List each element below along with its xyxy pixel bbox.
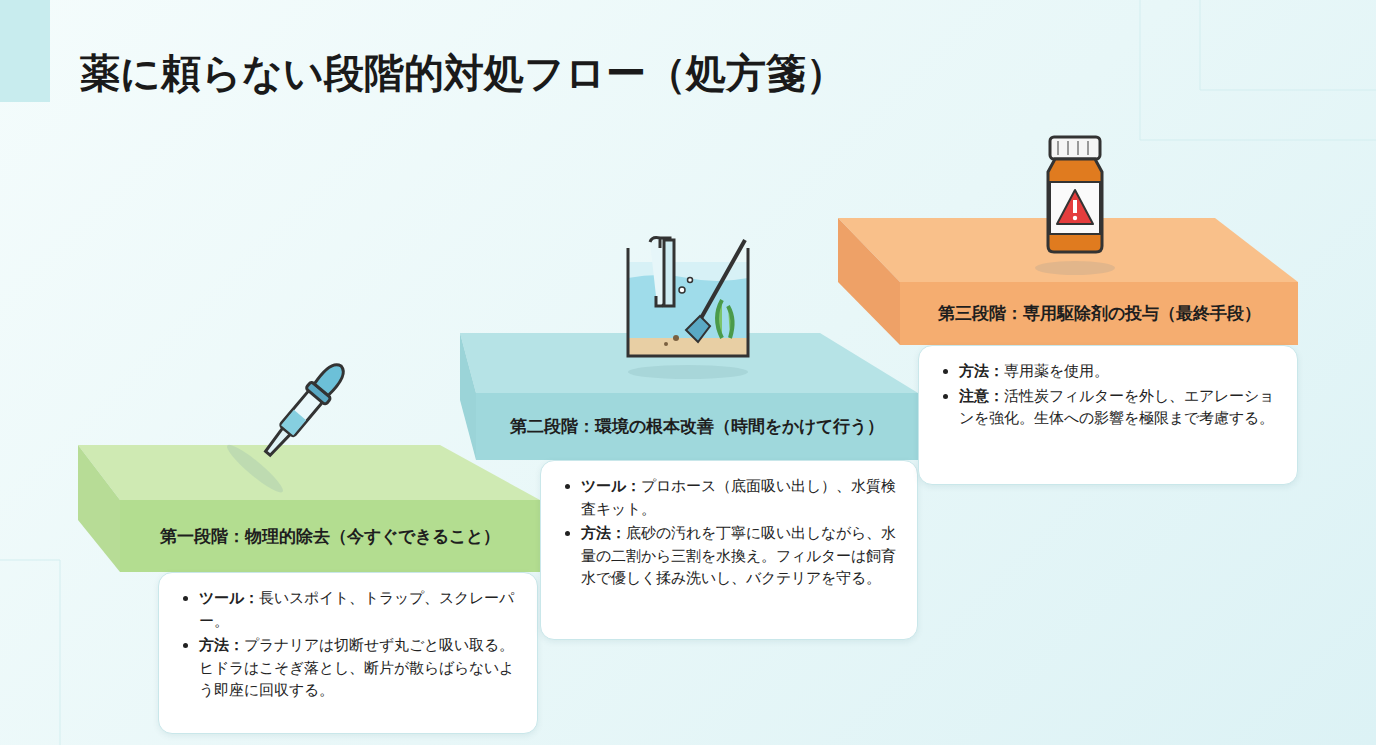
bullet-item: 方法：底砂の汚れを丁寧に吸い出しながら、水量の二割から三割を水換え。フィルターは… [563,522,901,590]
tank-icon [628,238,748,380]
bullet-dot [183,596,188,601]
step-heading-block: 第三段階：専用駆除剤の投与（最終手段） [900,282,1298,345]
bullet-dot [565,531,570,536]
bullet-label: 方法： [199,636,244,654]
step-card: ツール：プロホース（底面吸い出し）、水質検査キット。方法：底砂の汚れを丁寧に吸い… [540,460,918,640]
step-heading: 第一段階：物理的除去（今すぐできること） [160,525,500,548]
step2-block [460,333,918,460]
bullet-item: ツール：プロホース（底面吸い出し）、水質検査キット。 [563,475,901,520]
bullet-dot [943,369,948,374]
step-heading-block: 第一段階：物理的除去（今すぐできること） [120,500,540,572]
bullet-item: 方法：専用薬を使用。 [941,360,1281,383]
step-heading-block: 第二段階：環境の根本改善（時間をかけて行う） [476,393,918,460]
bullet-text: 活性炭フィルターを外し、エアレーションを強化。生体への影響を極限まで考慮する。 [959,387,1274,428]
bullet-label: 方法： [959,362,1004,380]
bullet-dot [183,643,188,648]
step-heading: 第三段階：専用駆除剤の投与（最終手段） [938,302,1261,325]
bottle-icon [1035,137,1115,275]
bullet-dot [565,484,570,489]
dropper-icon [223,343,369,497]
corner-bar [0,0,50,102]
bullet-item: ツール：長いスポイト、トラップ、スクレーパー。 [181,587,521,632]
diagram-title: 薬に頼らない段階的対処フロー（処方箋） [80,46,846,101]
step-card: 方法：専用薬を使用。注意：活性炭フィルターを外し、エアレーションを強化。生体への… [918,345,1298,485]
bullet-text: 底砂の汚れを丁寧に吸い出しながら、水量の二割から三割を水換え。フィルターは飼育水… [581,524,896,587]
bullet-dot [943,394,948,399]
step-card: ツール：長いスポイト、トラップ、スクレーパー。方法：プラナリアは切断せず丸ごと吸… [158,572,538,734]
bullet-text: プラナリアは切断せず丸ごと吸い取る。ヒドラはこそぎ落とし、断片が散らばらないよう… [199,636,514,699]
step-heading: 第二段階：環境の根本改善（時間をかけて行う） [510,415,884,438]
bullet-label: ツール： [199,589,259,607]
bullet-item: 注意：活性炭フィルターを外し、エアレーションを強化。生体への影響を極限まで考慮す… [941,385,1281,430]
bullet-text: 専用薬を使用。 [1004,362,1109,380]
bullet-item: 方法：プラナリアは切断せず丸ごと吸い取る。ヒドラはこそぎ落とし、断片が散らばらな… [181,634,521,702]
bullet-label: ツール： [581,477,641,495]
step1-block [78,445,540,572]
bullet-label: 注意： [959,387,1004,405]
bullet-label: 方法： [581,524,626,542]
